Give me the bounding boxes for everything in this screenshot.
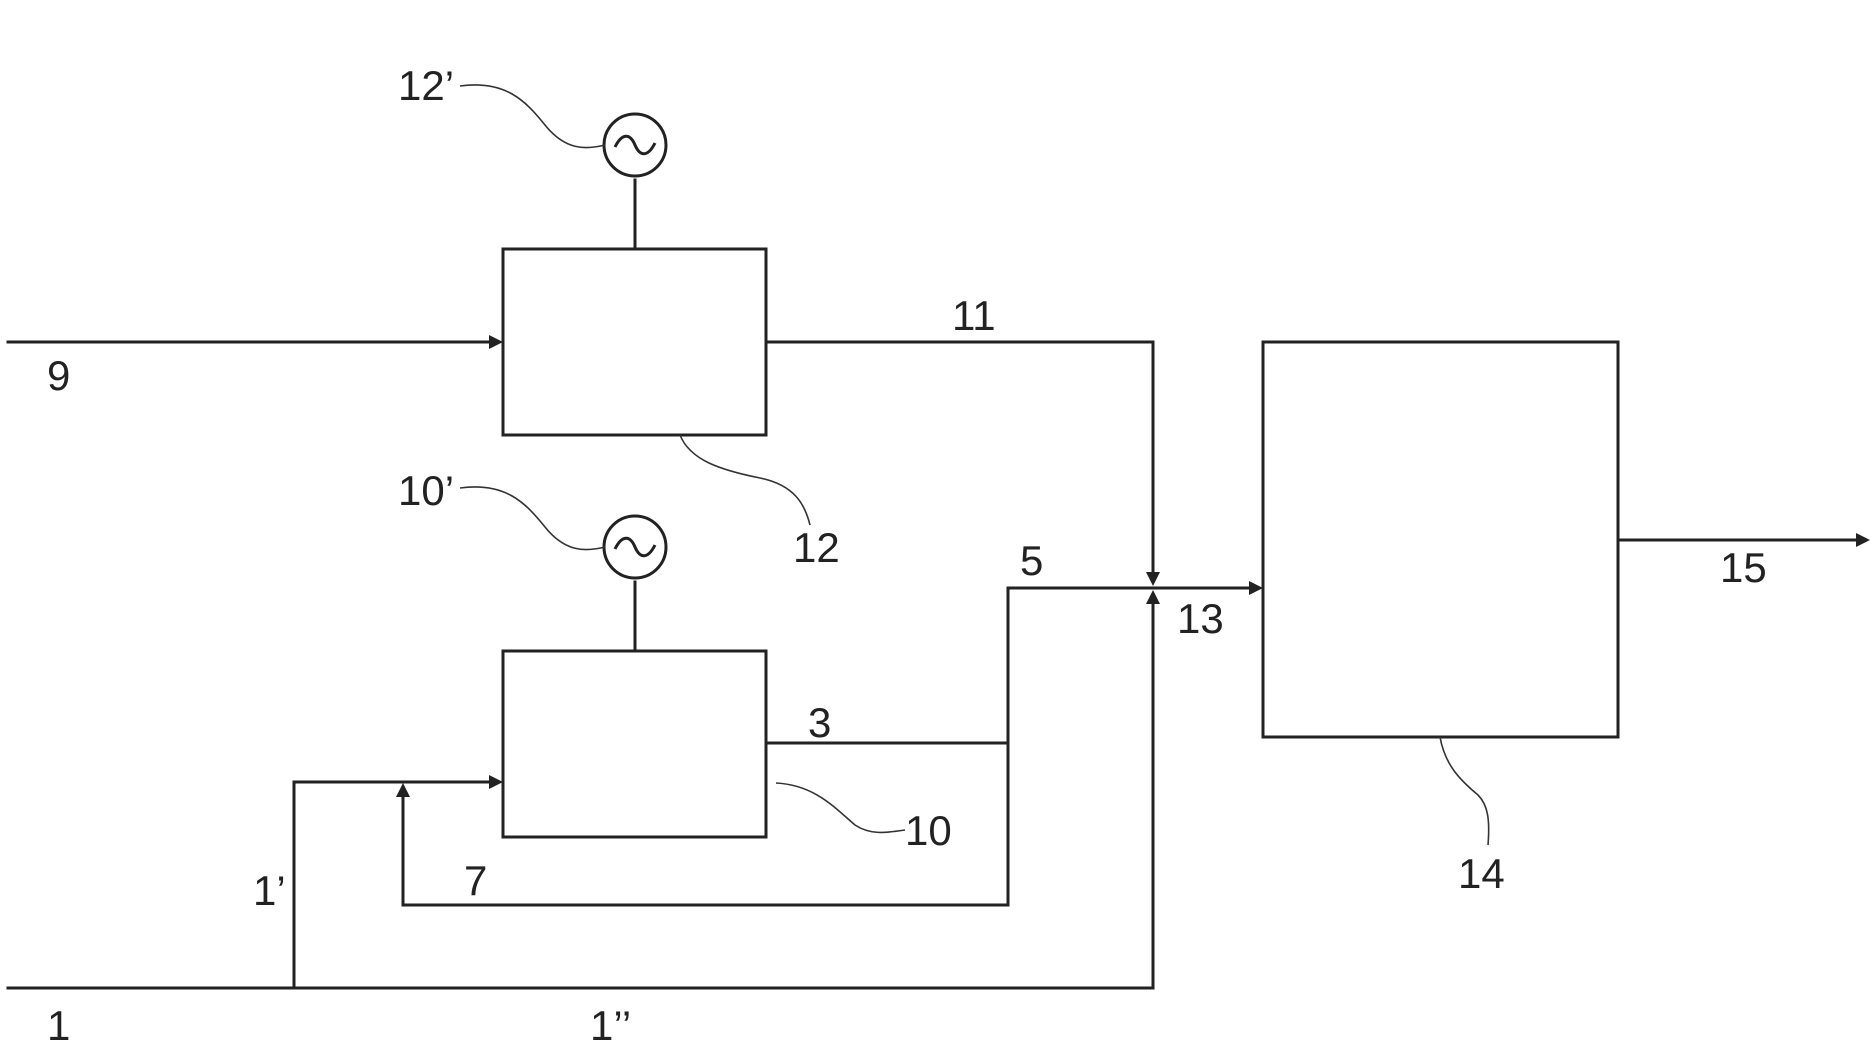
unit-12-box <box>503 249 766 435</box>
label-14: 14 <box>1458 850 1505 897</box>
label-10: 10 <box>905 807 952 854</box>
stream-13-arrow <box>1249 581 1263 595</box>
ac-source-icon <box>604 114 666 176</box>
label-11: 11 <box>952 292 996 339</box>
leader-10-prime <box>460 487 605 550</box>
label-15: 15 <box>1720 544 1767 591</box>
unit-10-box <box>503 651 766 837</box>
label-5: 5 <box>1020 537 1043 584</box>
label-12-prime: 12’ <box>398 62 454 109</box>
leader-12-prime <box>460 85 605 148</box>
label-7: 7 <box>464 857 487 904</box>
stream-5-line <box>1008 588 1153 743</box>
label-1: 1 <box>47 1002 70 1046</box>
label-13: 13 <box>1177 595 1224 642</box>
stream-15-arrow <box>1856 533 1870 547</box>
stream-1-double-prime-arrow <box>1146 590 1160 604</box>
ac-source-icon <box>604 516 666 578</box>
label-9: 9 <box>47 352 70 399</box>
stream-1-prime-arrow <box>489 775 503 789</box>
label-1-double-prime: 1’’ <box>590 1002 631 1046</box>
stream-11-arrow <box>1146 572 1160 586</box>
unit-14-box <box>1263 342 1618 737</box>
leader-14 <box>1440 737 1489 845</box>
label-3: 3 <box>808 699 831 746</box>
leader-10 <box>776 783 905 832</box>
stream-9-arrow <box>489 335 503 349</box>
stream-7-arrow <box>396 783 410 797</box>
leader-12 <box>680 435 810 525</box>
label-10-prime: 10’ <box>398 467 454 514</box>
label-12: 12 <box>793 524 840 571</box>
label-1-prime: 1’ <box>253 867 286 914</box>
